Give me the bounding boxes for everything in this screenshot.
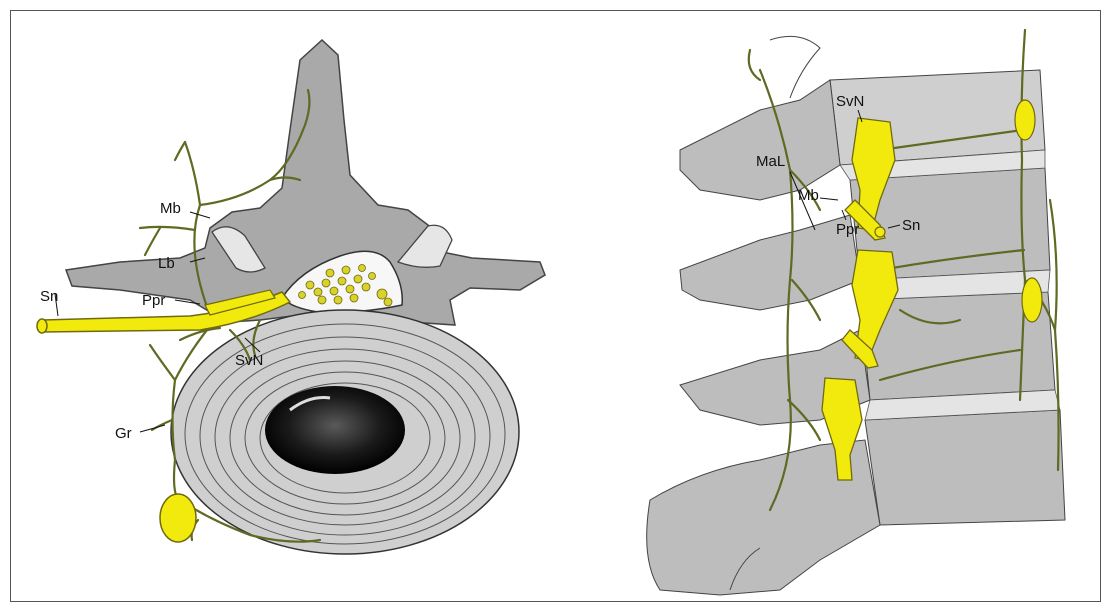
right-ganglion-lower	[1022, 278, 1042, 322]
label-svn: SvN	[235, 352, 263, 369]
right-ganglion-upper	[1015, 100, 1035, 140]
label-lb: Lb	[158, 255, 175, 272]
label-sn: Sn	[40, 288, 58, 305]
label-mb-right: Mb	[798, 187, 819, 204]
label-svn-right: SvN	[836, 93, 864, 110]
vertebral-body-4	[865, 410, 1065, 525]
label-ppr: Ppr	[142, 292, 165, 309]
label-mb: Mb	[160, 200, 181, 217]
sympathetic-ganglion	[160, 494, 196, 542]
upper-lamina-outline	[770, 36, 820, 98]
spinal-nerve-cut-end	[37, 319, 47, 333]
left-vertebra-figure: Mb Lb Sn Ppr SvN Gr	[37, 40, 545, 554]
nucleus-pulposus	[265, 386, 405, 474]
label-sn-right: Sn	[902, 217, 920, 234]
label-mal: MaL	[756, 153, 785, 170]
label-gr: Gr	[115, 425, 132, 442]
right-spine-figure: SvN MaL Mb Ppr Sn	[647, 30, 1065, 595]
right-sn-cut	[875, 227, 885, 237]
label-ppr-right: Ppr	[836, 221, 859, 238]
